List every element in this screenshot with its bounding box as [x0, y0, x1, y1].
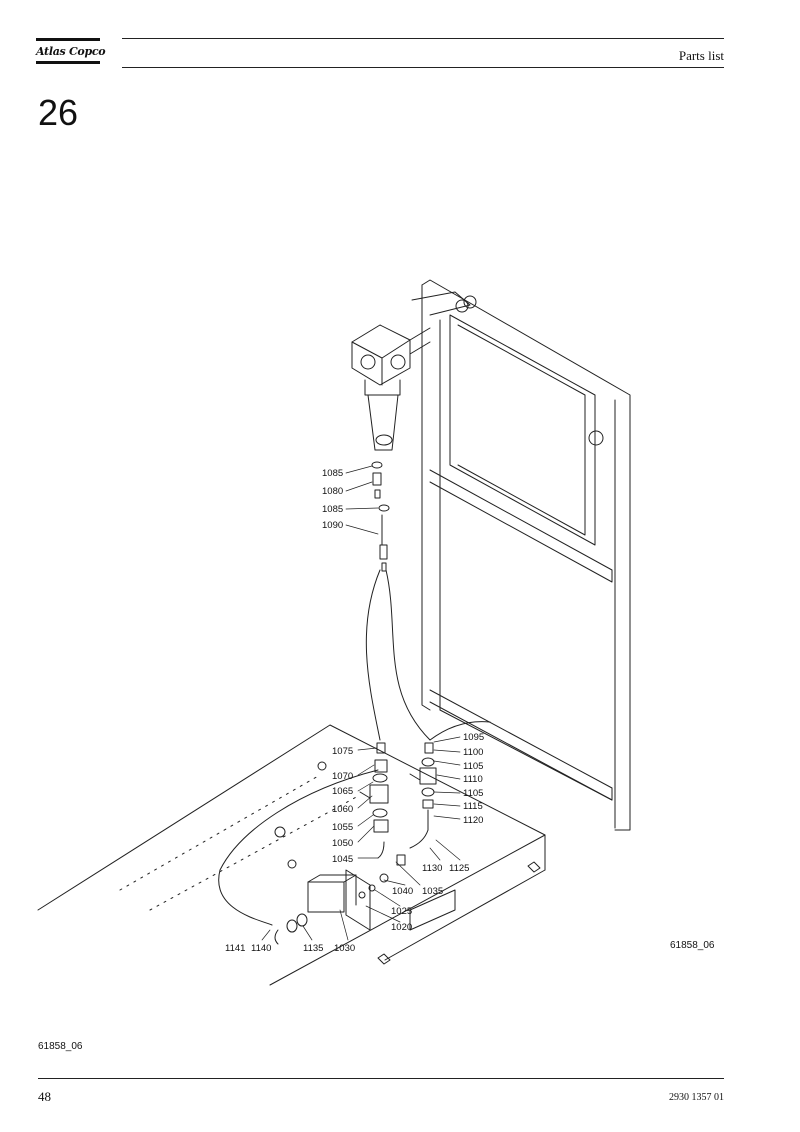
- part-label: 1030: [334, 943, 355, 954]
- lower-right-fittings: [396, 742, 437, 866]
- footer-rule: [38, 1078, 724, 1079]
- page-number: 48: [38, 1089, 51, 1104]
- part-label: 1105: [463, 761, 483, 772]
- leader-lines: [261, 465, 461, 941]
- part-label: 1090: [322, 520, 343, 531]
- part-label: 1120: [463, 815, 483, 826]
- part-label: 1075: [332, 746, 353, 757]
- document-number: 2930 1357 01: [669, 1092, 724, 1103]
- header-rule-top: [122, 38, 724, 39]
- hoses: [218, 569, 491, 926]
- part-labels: 1085 1080 1085 1090 1075 1070 1065 1060 …: [225, 468, 484, 954]
- part-label: 1070: [332, 771, 353, 782]
- filter-unit: [351, 324, 431, 451]
- header-rule-bottom: [122, 67, 724, 68]
- part-label: 1140: [251, 943, 271, 954]
- part-label: 1130: [422, 863, 442, 874]
- part-label: 1135: [303, 943, 323, 954]
- part-label: 1080: [322, 486, 343, 497]
- part-label: 1085: [322, 504, 343, 515]
- part-label: 1055: [332, 822, 353, 833]
- part-label: 1035: [422, 886, 443, 897]
- part-label: 1110: [463, 774, 483, 785]
- part-label: 1100: [463, 747, 483, 758]
- part-label: 1040: [392, 886, 413, 897]
- page-title: Parts list: [678, 48, 724, 63]
- drawing-svg: 1085 1080 1085 1090 1075 1070 1065 1060 …: [37, 279, 631, 986]
- part-label: 1115: [463, 801, 483, 812]
- section-number: 26: [38, 92, 79, 133]
- part-label: 1045: [332, 854, 353, 865]
- upper-fittings: [371, 461, 390, 572]
- part-label: 1050: [332, 838, 353, 849]
- part-label: 1095: [463, 732, 484, 743]
- part-label: 1141: [225, 943, 245, 954]
- upright-frame: [411, 279, 631, 831]
- part-label: 1060: [332, 804, 353, 815]
- drawing-reference: 61858_06: [670, 940, 715, 951]
- part-label: 1020: [391, 922, 412, 933]
- footer-drawing-reference: 61858_06: [38, 1041, 83, 1052]
- exploded-parts-drawing: 1085 1080 1085 1090 1075 1070 1065 1060 …: [0, 270, 800, 990]
- logo-text: Atlas Copco: [36, 45, 106, 58]
- base-frame: [37, 724, 546, 986]
- part-label: 1125: [449, 863, 469, 874]
- part-label: 1085: [322, 468, 343, 479]
- part-label: 1105: [463, 788, 483, 799]
- part-label: 1065: [332, 786, 353, 797]
- atlas-copco-logo: Atlas Copco: [36, 38, 106, 68]
- drain-valve: [274, 869, 389, 945]
- part-label: 1025: [391, 906, 412, 917]
- lower-left-fittings: [359, 742, 389, 859]
